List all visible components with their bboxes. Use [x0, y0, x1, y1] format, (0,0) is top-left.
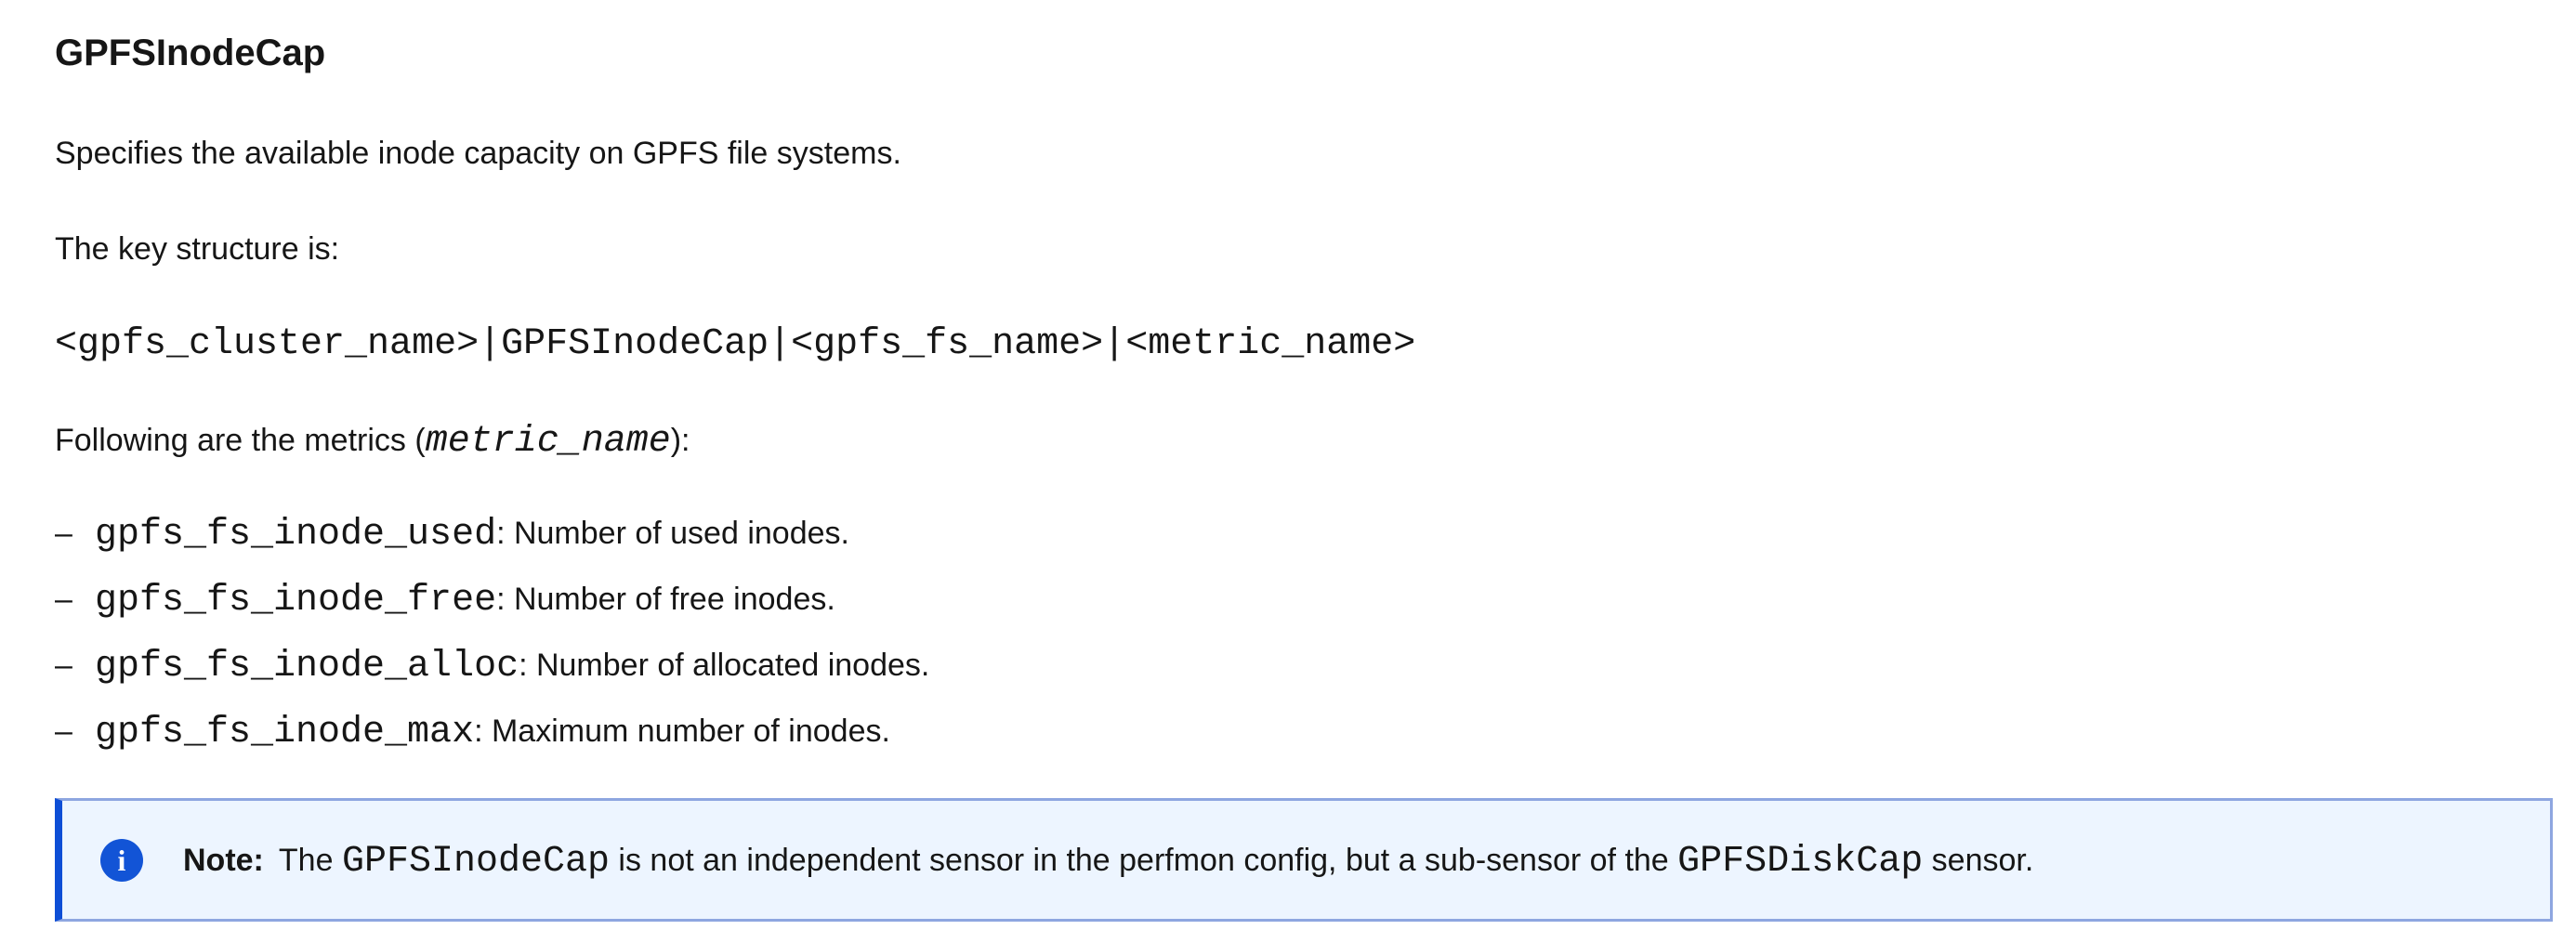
intro-paragraph: Specifies the available inode capacity o… — [55, 136, 901, 171]
metrics-intro-paragraph: Following are the metrics (metric_name): — [55, 420, 2576, 461]
metric-name: gpfs_fs_inode_free — [95, 580, 497, 622]
note-label: Note: — [183, 842, 264, 878]
note-text-segment: sensor. — [1923, 842, 2034, 878]
list-marker: – — [55, 648, 72, 683]
metric-name: gpfs_fs_inode_used — [95, 514, 497, 556]
list-marker: – — [55, 714, 72, 749]
note-text-segment: is not an independent sensor in the perf… — [609, 842, 1678, 878]
metrics-intro-prefix: Following are the metrics ( — [55, 423, 426, 458]
metrics-list: –gpfs_fs_inode_used: Number of used inod… — [55, 513, 2576, 752]
document-content: GPFSInodeCap Specifies the available ino… — [55, 33, 2576, 922]
list-marker: – — [55, 582, 72, 617]
metric-name: gpfs_fs_inode_alloc — [95, 646, 519, 688]
key-structure-code: <gpfs_cluster_name>|GPFSInodeCap|<gpfs_f… — [55, 323, 1416, 365]
page-title: GPFSInodeCap — [55, 33, 326, 73]
key-structure-label: The key structure is: — [55, 231, 340, 267]
list-marker: – — [55, 516, 72, 551]
list-item: –gpfs_fs_inode_alloc: Number of allocate… — [55, 645, 2576, 686]
metric-description: : Maximum number of inodes. — [474, 714, 890, 749]
metric-name-variable: metric_name — [425, 421, 671, 463]
list-item: –gpfs_fs_inode_free: Number of free inod… — [55, 579, 2576, 620]
metric-description: : Number of used inodes. — [496, 516, 849, 551]
list-item: –gpfs_fs_inode_used: Number of used inod… — [55, 513, 2576, 554]
list-item: –gpfs_fs_inode_max: Maximum number of in… — [55, 711, 2576, 752]
note-text: Note: The GPFSInodeCap is not an independ… — [183, 840, 2033, 881]
metric-description: : Number of free inodes. — [496, 582, 835, 617]
info-icon: i — [100, 838, 143, 882]
note-callout: i Note: The GPFSInodeCap is not an indepe… — [55, 798, 2553, 922]
note-text-segment: The — [278, 842, 342, 878]
metric-description: : Number of allocated inodes. — [519, 648, 930, 683]
metrics-intro-suffix: ): — [670, 423, 690, 458]
note-code-gpfsdiskcap: GPFSDiskCap — [1677, 840, 1924, 883]
metric-name: gpfs_fs_inode_max — [95, 712, 475, 753]
note-code-gpfsinodecap: GPFSInodeCap — [341, 840, 610, 883]
